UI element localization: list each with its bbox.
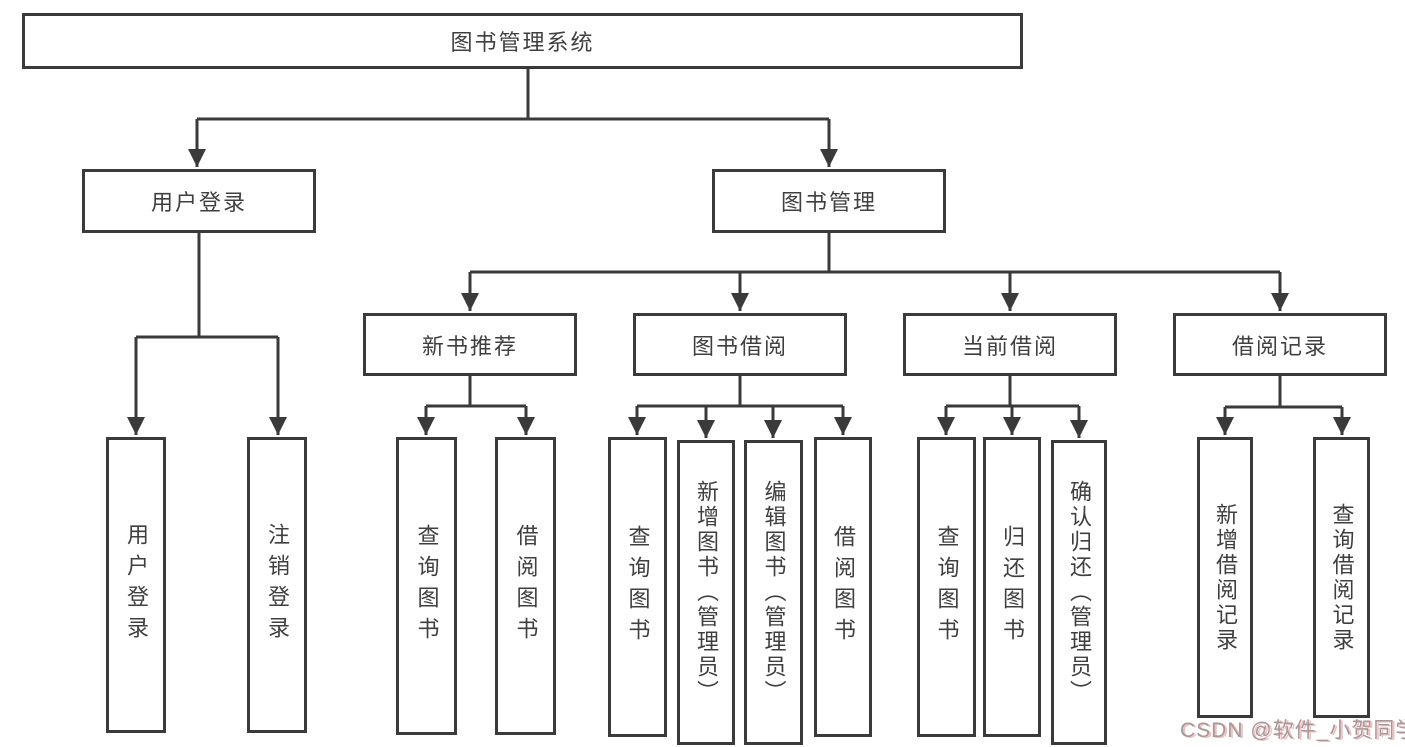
node-book-management: 图书管理 xyxy=(712,169,946,233)
leaf-rec-add-record: 新增借阅记录 xyxy=(1197,437,1253,718)
leaf-bb-add-books-admin: 新增图书（管理员） xyxy=(677,440,735,745)
leaf-bb-borrow-books: 借阅图书 xyxy=(814,437,872,737)
leaf-logout: 注销登录 xyxy=(247,437,307,733)
leaf-nb-query-books: 查询图书 xyxy=(396,437,457,735)
leaf-nb-borrow-books: 借阅图书 xyxy=(495,437,556,735)
node-book-borrow: 图书借阅 xyxy=(633,313,847,376)
node-new-book-recommend: 新书推荐 xyxy=(363,313,577,376)
leaf-bb-query-books: 查询图书 xyxy=(608,437,667,737)
node-user-login: 用户登录 xyxy=(82,169,316,233)
leaf-cb-confirm-return-admin: 确认归还（管理员） xyxy=(1051,440,1107,745)
csdn-watermark: CSDN @软件_小贺同学 xyxy=(1180,719,1405,742)
leaf-cb-return-books: 归还图书 xyxy=(983,437,1041,737)
node-root-library-system: 图书管理系统 xyxy=(22,13,1023,69)
leaf-rec-query-record: 查询借阅记录 xyxy=(1313,437,1370,718)
leaf-cb-query-books: 查询图书 xyxy=(917,437,976,737)
node-current-borrow: 当前借阅 xyxy=(903,313,1117,376)
leaf-user-login: 用户登录 xyxy=(106,437,166,733)
leaf-bb-edit-books-admin: 编辑图书（管理员） xyxy=(744,440,803,745)
node-borrow-records: 借阅记录 xyxy=(1173,313,1387,376)
